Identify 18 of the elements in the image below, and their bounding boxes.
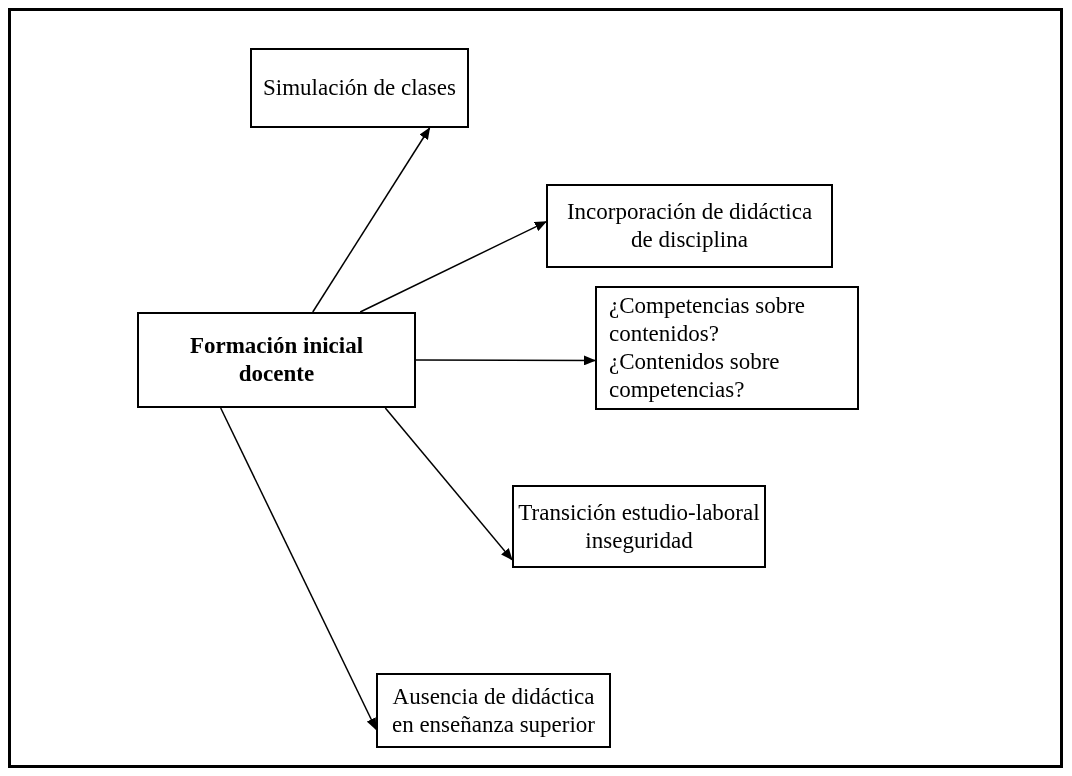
arrow <box>415 355 596 366</box>
arrow <box>219 407 377 731</box>
concept-box <box>512 485 766 568</box>
concept-box <box>250 48 469 128</box>
arrow <box>359 221 547 313</box>
concept-box <box>595 286 859 410</box>
box-text: Transición estudio-laboral inseguridad <box>517 498 761 555</box>
box-text: ¿Contenidos sobre competencias? <box>609 348 781 404</box>
concept-box <box>137 312 416 408</box>
concept-box <box>376 673 611 748</box>
box-text: Simulación de clases <box>263 74 456 102</box>
box-text: Formación inicial docente <box>188 332 365 388</box>
arrow <box>312 127 431 313</box>
box-text: ¿Competencias sobre contenidos? <box>609 292 807 348</box>
box-text: Incorporación de didáctica de disciplina <box>565 198 814 254</box>
arrow <box>384 407 513 561</box>
box-text: Ausencia de didáctica en enseñanza superior <box>390 682 597 739</box>
concept-box <box>546 184 833 268</box>
